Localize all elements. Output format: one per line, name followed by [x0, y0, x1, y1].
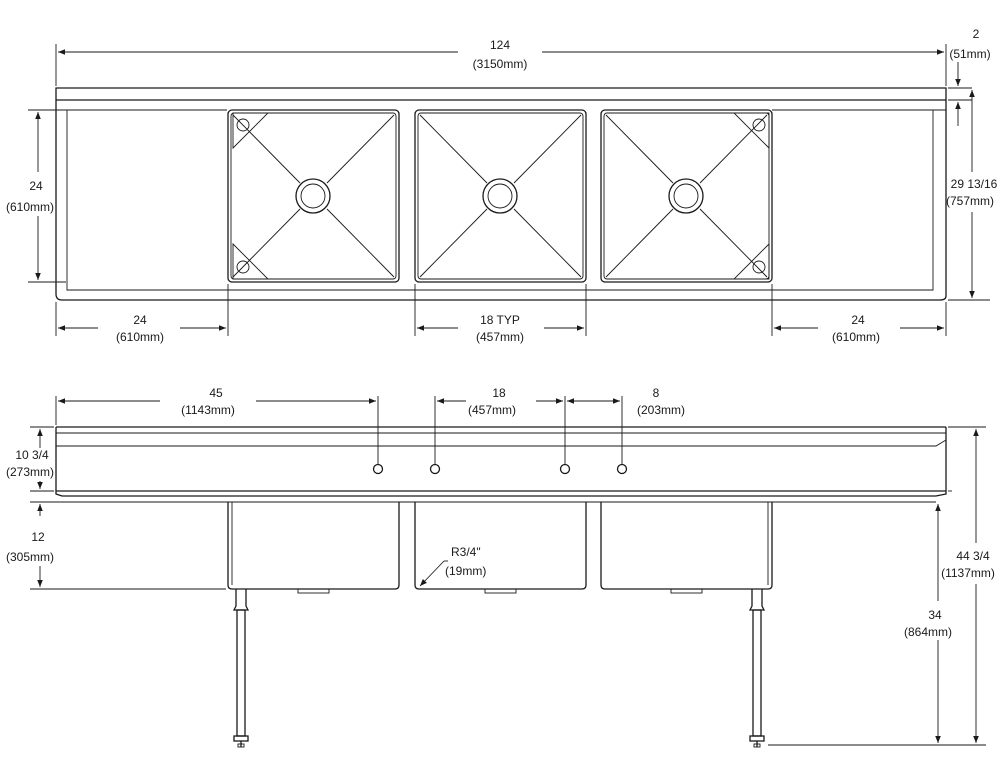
- faucet-hole-icon: [616, 463, 628, 475]
- dim-overall-height-in: 44 3/4: [956, 549, 990, 563]
- dim-right-drainboard: 24 (610mm): [771, 284, 947, 344]
- bowl-3-plan: [600, 109, 773, 283]
- bowl-1-plan: [227, 109, 400, 283]
- dim-splash-height: 10 3/4 (273mm): [6, 426, 54, 492]
- bowl-2-plan: [414, 109, 587, 283]
- dim-front-to-back-mm: (610mm): [6, 200, 54, 214]
- dim-backsplash-mm: (51mm): [949, 47, 990, 61]
- dim-overall-depth-in: 29 13/16: [951, 177, 998, 191]
- bowl-2-front: [414, 502, 587, 594]
- front-view: 45 (1143mm) 18 (457mm) 8 (203mm) 10 3/4: [6, 386, 995, 748]
- drain-icon: [668, 178, 704, 214]
- dim-faucet-spacing-b-mm: (203mm): [637, 403, 685, 417]
- plan-view: 124 (3150mm) 2 (51mm) 29 13/16 (757mm): [6, 27, 998, 344]
- dim-overall-height: 44 3/4 (1137mm): [768, 426, 995, 746]
- dim-bowl-depth-in: 12: [31, 530, 45, 544]
- dim-overall-length: 124 (3150mm): [55, 38, 947, 86]
- dim-backsplash-in: 2: [973, 27, 980, 41]
- dim-work-height-mm: (864mm): [904, 625, 952, 639]
- dim-work-height: 34 (864mm): [904, 490, 952, 743]
- dim-bowl-width: 18 TYP (457mm): [414, 284, 587, 344]
- dim-splash-height-mm: (273mm): [6, 465, 54, 479]
- bowl-3-front: [600, 502, 773, 594]
- drainboard-edge: [66, 110, 934, 291]
- drain-icon: [482, 178, 518, 214]
- dim-faucet-spacing-b: 8 (203mm): [567, 386, 685, 464]
- dim-faucet-spacing-a-mm: (457mm): [468, 403, 516, 417]
- dim-faucet-offset-in: 45: [209, 386, 223, 400]
- dim-front-to-back: 24 (610mm): [6, 109, 66, 283]
- dim-faucet-offset-mm: (1143mm): [181, 403, 235, 417]
- dim-right-drainboard-mm: (610mm): [832, 330, 880, 344]
- drainboard-edge-front: [55, 490, 947, 497]
- dim-faucet-spacing-a-in: 18: [492, 386, 506, 400]
- faucet-hole-icon: [429, 463, 441, 475]
- dim-overall-length-mm: (3150mm): [473, 57, 528, 71]
- dim-corner-radius: R3/4" (19mm): [419, 545, 486, 587]
- dim-corner-radius-mm: (19mm): [445, 564, 486, 578]
- dim-bowl-width-in: 18 TYP: [480, 313, 520, 327]
- leg-right: [748, 589, 766, 748]
- bowl-1-front: [227, 502, 400, 594]
- dim-corner-radius-in: R3/4": [451, 545, 481, 559]
- dim-right-drainboard-in: 24: [851, 313, 865, 327]
- dim-faucet-spacing-a: 18 (457mm): [434, 386, 566, 464]
- faucet-hole-icon: [559, 463, 571, 475]
- plan-outline: [55, 87, 947, 301]
- dim-work-height-in: 34: [928, 608, 942, 622]
- dim-left-drainboard-in: 24: [133, 313, 147, 327]
- dim-front-to-back-in: 24: [29, 179, 43, 193]
- dim-bowl-depth-mm: (305mm): [6, 550, 54, 564]
- dim-splash-height-in: 10 3/4: [15, 448, 49, 462]
- dim-overall-height-mm: (1137mm): [941, 566, 995, 580]
- dim-overall-length-in: 124: [490, 38, 510, 52]
- dim-left-drainboard: 24 (610mm): [55, 284, 229, 344]
- drain-icon: [295, 178, 331, 214]
- dim-left-drainboard-mm: (610mm): [116, 330, 164, 344]
- splash-ledge: [56, 439, 947, 447]
- dim-overall-depth: 29 13/16 (757mm): [946, 90, 998, 301]
- dim-backsplash: 2 (51mm): [948, 27, 991, 126]
- faucet-hole-icon: [372, 463, 384, 475]
- dim-bowl-depth: 12 (305mm): [6, 501, 226, 590]
- dim-faucet-offset: 45 (1143mm): [55, 386, 379, 464]
- leg-left: [232, 589, 250, 748]
- dim-faucet-spacing-b-in: 8: [653, 386, 660, 400]
- dim-bowl-width-mm: (457mm): [476, 330, 524, 344]
- dim-overall-depth-mm: (757mm): [946, 194, 994, 208]
